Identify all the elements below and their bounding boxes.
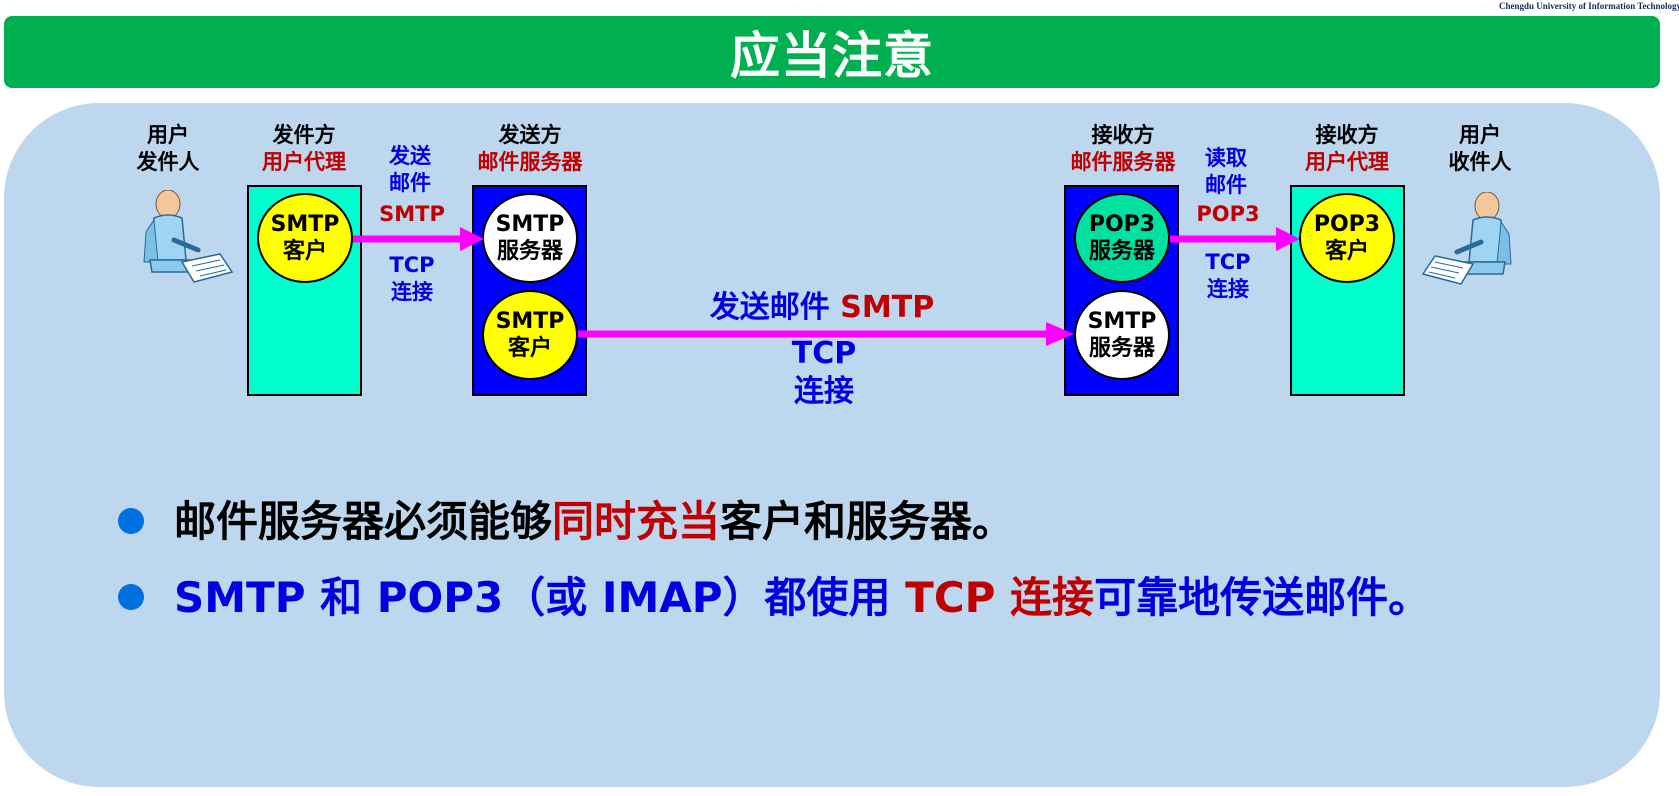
receiver-server-label: 接收方 邮件服务器	[1070, 123, 1176, 174]
link2-protocol: POP3	[1196, 202, 1260, 226]
page-title: 应当注意	[730, 27, 934, 85]
mid-link-connection: TCP 连接	[791, 336, 857, 409]
sender-agent-smtp-client: SMTP 客户	[257, 193, 353, 283]
sender-agent-line1: 发件方	[272, 123, 336, 147]
arrow-smtp-link1	[353, 227, 484, 251]
bullet-dot	[118, 583, 144, 610]
bullet-2: SMTP 和 POP3（或 IMAP）都使用 TCP 连接可靠地传送邮件。	[118, 570, 1618, 626]
arrow-smtp-mid	[578, 322, 1074, 346]
sender-server-smtp-server: SMTP 服务器	[482, 193, 578, 283]
receiver-person-icon	[1421, 192, 1512, 285]
link2-connection: TCP 连接	[1205, 250, 1251, 301]
sender-agent-line2: 用户代理	[262, 150, 346, 174]
receiver-server-pop3-server: POP3 服务器	[1074, 193, 1170, 283]
title-banner: 应当注意	[4, 16, 1660, 88]
bullet-1: 邮件服务器必须能够同时充当客户和服务器。	[118, 494, 1618, 550]
sender-user-line2: 发件人	[136, 150, 200, 174]
arrow-pop3-link2	[1170, 227, 1300, 251]
link1-connection: TCP 连接	[389, 253, 435, 304]
sender-person-icon	[143, 190, 234, 283]
sender-server-label: 发送方 邮件服务器	[477, 123, 583, 174]
sender-user-label: 用户 发件人	[137, 122, 200, 176]
university-name: Chengdu University of Information Techno…	[1499, 1, 1679, 11]
receiver-agent-label: 接收方 用户代理	[1305, 123, 1389, 174]
sender-server-smtp-client: SMTP 客户	[482, 290, 578, 380]
sender-user-line1: 用户	[147, 123, 189, 147]
sender-agent-label: 发件方 用户代理	[262, 122, 346, 176]
link2-action: 读取 邮件	[1205, 146, 1247, 197]
receiver-server-smtp-server: SMTP 服务器	[1074, 290, 1170, 380]
link1-action: 发送 邮件	[389, 144, 431, 195]
receiver-agent-pop3-client: POP3 客户	[1299, 193, 1395, 283]
receiver-user-label: 用户 收件人	[1448, 123, 1512, 174]
link1-protocol: SMTP	[379, 202, 445, 226]
bullet-dot	[118, 507, 144, 534]
mid-link-action: 发送邮件 SMTP	[709, 290, 935, 325]
